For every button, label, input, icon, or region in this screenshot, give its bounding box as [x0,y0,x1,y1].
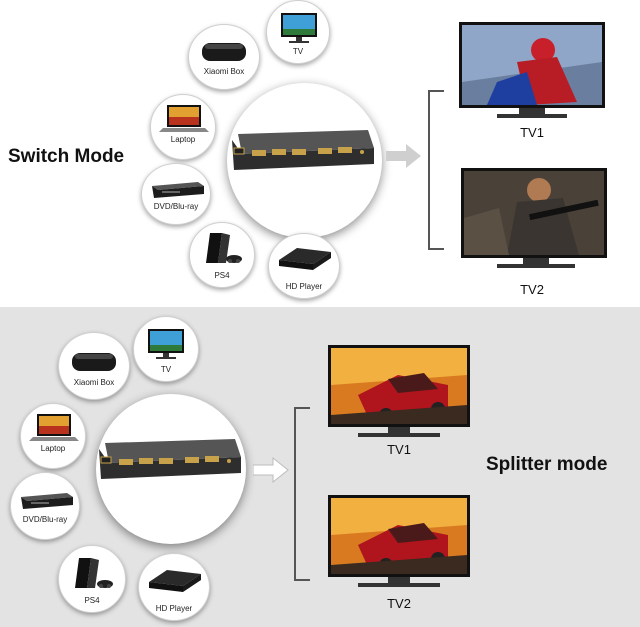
dvd-player-icon [152,182,204,198]
tv1-label-2: TV1 [387,442,411,457]
hd-player-label-2: HD Player [155,604,193,613]
splitter-mode-title: Splitter mode [486,454,608,475]
splitter-mode-panel: Splitter mode Xiaomi Box TV [0,307,640,627]
dvd-label: DVD/Blu-ray [153,202,199,211]
right-arrow-icon [253,457,289,483]
ps4-label-2: PS4 [84,596,100,605]
hd-player-icon [279,248,331,270]
hd-player-bubble-2: HD Player [138,553,210,621]
laptop-icon [159,105,209,132]
ps4-console-icon [206,233,242,263]
ps4-label: PS4 [214,271,230,280]
switch-mode-panel: Switch Mode Xiaomi Box TV [0,0,640,307]
hd-player-icon [149,570,201,592]
tv2-label-2: TV2 [387,596,411,611]
tv2-icon [461,168,607,268]
xiaomi-box-icon [202,43,246,61]
right-arrow-icon [386,144,421,168]
dvd-bubble-2: DVD/Blu-ray [10,472,80,540]
laptop-label: Laptop [170,135,196,144]
tv-source-label-2: TV [160,365,172,374]
xiaomi-box-bubble-2: Xiaomi Box [58,332,130,400]
xiaomi-box-bubble: Xiaomi Box [188,24,260,90]
xiaomi-box-label: Xiaomi Box [203,67,245,76]
tv-icon [148,329,184,359]
tv2-label: TV2 [520,282,544,297]
tv1-label: TV1 [520,125,544,140]
dvd-player-icon [21,493,73,509]
tv-source-bubble: TV [266,0,330,64]
laptop-icon [29,414,79,441]
tv-source-bubble-2: TV [133,316,199,382]
dvd-label-2: DVD/Blu-ray [22,515,68,524]
tv2-icon-2 [328,495,470,587]
output-bracket-2 [294,407,310,581]
tv1-icon [459,22,605,118]
switch-mode-title: Switch Mode [8,146,125,167]
tv1-icon-2 [328,345,470,437]
hd-player-bubble: HD Player [268,233,340,299]
ps4-bubble-2: PS4 [58,545,126,613]
laptop-label-2: Laptop [40,444,66,453]
hdmi-splitter-icon [99,439,241,479]
laptop-bubble: Laptop [150,94,216,160]
tv-icon [281,13,317,43]
output-bracket [428,90,444,250]
ps4-console-icon [75,558,113,588]
xiaomi-box-icon [72,353,116,371]
laptop-bubble-2: Laptop [20,403,86,469]
ps4-bubble: PS4 [189,222,255,288]
dvd-bubble: DVD/Blu-ray [141,163,211,225]
xiaomi-box-label-2: Xiaomi Box [73,378,115,387]
hdmi-switch-icon [232,130,374,170]
tv-source-label: TV [292,47,304,56]
hd-player-label: HD Player [285,282,323,291]
